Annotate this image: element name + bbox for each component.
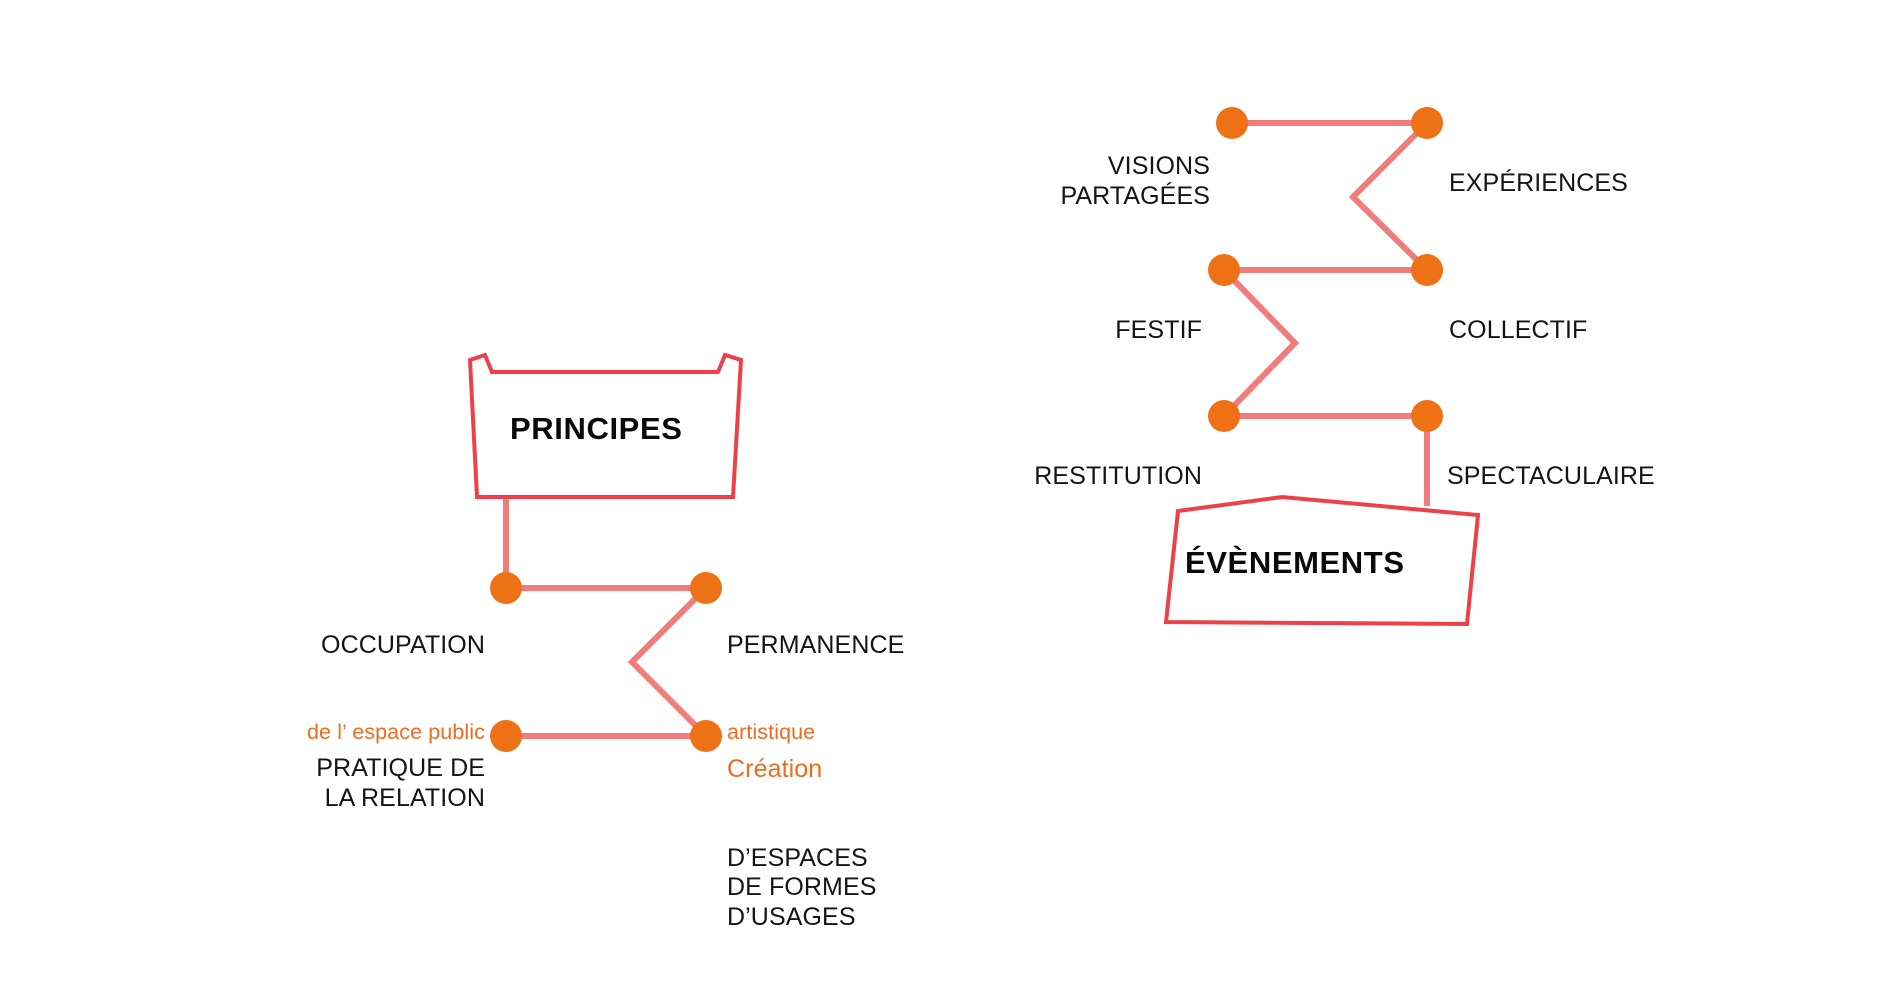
diagram-graphics — [467, 107, 1481, 752]
diagram-canvas: PRINCIPES ÉVÈNEMENTS OCCUPATION de l’ es… — [175, 93, 1807, 931]
node-creation[interactable] — [690, 720, 722, 752]
label-occupation-title: OCCUPATION — [321, 631, 485, 659]
label-permanence-subtitle: artistique — [727, 719, 816, 744]
label-permanence-title: PERMANENCE — [727, 631, 905, 659]
label-visions-title: VISIONS PARTAGÉES — [1060, 152, 1210, 210]
connector-permanence-creation-zigzag — [627, 585, 709, 739]
label-occupation-subtitle: de l’ espace public — [307, 719, 485, 744]
evenements-nodes — [1208, 107, 1443, 432]
evenements-box-title: ÉVÈNEMENTS — [1185, 545, 1405, 580]
node-occupation[interactable] — [490, 572, 522, 604]
label-creation-subtitle: Création — [727, 755, 823, 783]
evenements-connectors — [1221, 120, 1430, 506]
label-pratique-de-la-relation: PRATIQUE DE LA RELATION — [175, 695, 485, 872]
evenements-box-outline[interactable] — [1163, 494, 1481, 627]
principes-box-title: PRINCIPES — [510, 411, 683, 446]
label-experiences: EXPÉRIENCES — [1449, 110, 1779, 258]
label-collectif: COLLECTIF — [1449, 257, 1779, 405]
label-festif-title: FESTIF — [1115, 316, 1202, 344]
label-spectaculaire: SPECTACULAIRE — [1447, 403, 1807, 551]
label-permanence: PERMANENCE artistique — [727, 572, 1047, 804]
label-restitution: RESTITUTION — [880, 403, 1202, 551]
label-restitution-title: RESTITUTION — [1034, 462, 1202, 490]
label-experiences-title: EXPÉRIENCES — [1449, 169, 1628, 197]
node-experiences[interactable] — [1411, 107, 1443, 139]
connector-experiences-collectif-zigzag — [1348, 120, 1430, 273]
node-pratique[interactable] — [490, 720, 522, 752]
node-festif[interactable] — [1208, 254, 1240, 286]
node-permanence[interactable] — [690, 572, 722, 604]
node-spectaculaire[interactable] — [1411, 400, 1443, 432]
label-pratique-title: PRATIQUE DE LA RELATION — [316, 754, 485, 812]
principes-nodes — [490, 572, 722, 752]
node-visions-partagees[interactable] — [1216, 107, 1248, 139]
label-creation-title: D’ESPACES DE FORMES D’USAGES — [727, 843, 877, 931]
connector-festif-restitution-zigzag — [1221, 267, 1300, 419]
label-festif: FESTIF — [920, 257, 1202, 405]
principes-connectors — [503, 494, 709, 739]
node-collectif[interactable] — [1411, 254, 1443, 286]
label-collectif-title: COLLECTIF — [1449, 316, 1588, 344]
label-spectaculaire-title: SPECTACULAIRE — [1447, 462, 1655, 490]
principes-box-outline[interactable] — [467, 352, 744, 499]
label-creation-espaces: Création D’ESPACES DE FORMES D’USAGES — [727, 696, 1057, 991]
label-visions-partagees: VISIONS PARTAGÉES — [920, 93, 1210, 270]
node-restitution[interactable] — [1208, 400, 1240, 432]
label-occupation: OCCUPATION de l’ espace public — [190, 572, 485, 804]
